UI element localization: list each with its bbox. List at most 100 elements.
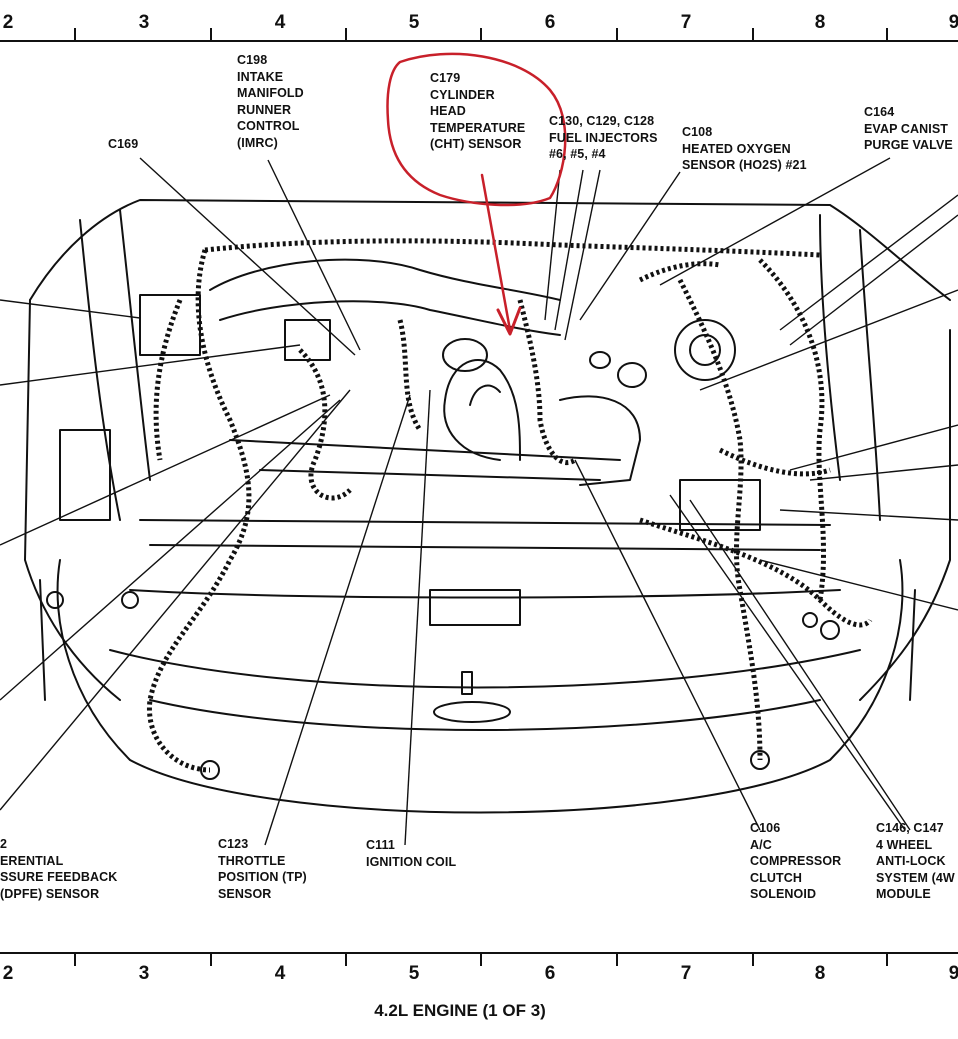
leader-lines	[0, 157, 958, 846]
intake-manifold	[209, 258, 561, 301]
harness-main	[204, 238, 821, 258]
callout-c179-cht-sensor: C179 CYLINDER HEAD TEMPERATURE (CHT) SEN…	[430, 71, 526, 151]
harness-right	[758, 258, 826, 601]
leader-line-left	[0, 399, 341, 701]
zone-number: 2	[2, 963, 14, 984]
leader-line-dpfe	[0, 389, 351, 811]
leader-line-c146	[689, 499, 911, 831]
zone-number: 3	[138, 12, 150, 33]
callout-c169: C169	[108, 137, 139, 151]
zone-number: 5	[408, 12, 420, 33]
zone-number: 4	[274, 12, 286, 33]
air-intake-tube	[443, 399, 501, 461]
strut-tower	[819, 214, 841, 481]
harness-left-front	[153, 299, 183, 461]
wiring-harness	[146, 238, 873, 773]
ruler-tick	[345, 954, 347, 966]
callout-c123-tp-sensor: C123 THROTTLE POSITION (TP) SENSOR	[218, 837, 307, 901]
leader-line-right	[699, 289, 958, 391]
leader-line-left	[0, 299, 141, 319]
callout-c164-evap-purge: C164 EVAP CANIST PURGE VALVE	[864, 105, 953, 152]
highlight-arrow-shaft	[480, 173, 512, 332]
zone-number: 6	[544, 12, 556, 33]
connector	[802, 612, 818, 628]
intake-manifold	[229, 439, 621, 461]
ruler-tick	[480, 954, 482, 966]
harness-center	[397, 319, 423, 432]
ruler-tick	[616, 28, 618, 40]
leader-line-right	[809, 464, 958, 481]
ruler-line	[0, 952, 958, 954]
intake-manifold	[259, 469, 601, 481]
harness-left	[146, 249, 252, 773]
leader-line-c130	[554, 169, 584, 331]
strut-tower	[119, 209, 151, 481]
zone-number: 5	[408, 963, 420, 984]
ruler-line	[0, 40, 958, 42]
leader-line-c111	[404, 389, 431, 846]
bumper	[39, 579, 46, 701]
leader-line-c169	[139, 157, 356, 356]
fender-outline	[29, 199, 951, 301]
brake-booster	[674, 319, 736, 381]
leader-line-right	[779, 194, 958, 331]
callout-c111-ignition-coil: C111 IGNITION COIL	[366, 838, 457, 869]
radiator-support	[139, 519, 831, 526]
diagram-title: 4.2L ENGINE (1 OF 3)	[374, 1001, 546, 1020]
ruler-tick	[210, 954, 212, 966]
strut-tower	[859, 229, 881, 521]
highlight-arrowhead	[496, 306, 522, 336]
ruler-tick	[752, 954, 754, 966]
harness-right	[677, 278, 763, 761]
zone-number: 2	[2, 12, 14, 33]
zone-number: 8	[814, 12, 826, 33]
washer-bottle	[59, 429, 111, 521]
brake-booster-inner	[689, 334, 721, 366]
leader-line-left	[0, 394, 331, 546]
intake-manifold	[219, 300, 561, 336]
leader-line-c146	[669, 494, 906, 831]
zone-ruler-bottom: 2 3 4 5 6 7 8 9	[0, 952, 958, 992]
zone-ruler-top: 2 3 4 5 6 7 8 9	[0, 0, 958, 42]
fender-outline	[24, 299, 121, 701]
callout-c108-ho2s: C108 HEATED OXYGEN SENSOR (HO2S) #21	[682, 125, 807, 172]
zone-number: 7	[680, 963, 692, 984]
harness-lower	[639, 517, 873, 628]
harness-abs	[718, 447, 831, 477]
hood-emblem	[433, 701, 511, 723]
leader-line-right	[789, 424, 958, 471]
harness-injectors	[517, 299, 577, 465]
ruler-tick	[886, 954, 888, 966]
leader-line-c130	[544, 169, 561, 321]
ruler-tick	[752, 28, 754, 40]
callout-dpfe-sensor: 2 ERENTIAL SSURE FEEDBACK (DPFE) SENSOR	[0, 837, 118, 901]
callout-c106-ac-clutch: C106 A/C COMPRESSOR CLUTCH SOLENOID	[750, 821, 842, 901]
relay-box	[139, 294, 201, 356]
leader-line-right	[759, 559, 958, 611]
zone-number: 9	[948, 963, 958, 984]
radiator-support	[109, 649, 861, 689]
zone-number: 3	[138, 963, 150, 984]
callout-c198-imrc: C198 INTAKE MANIFOLD RUNNER CONTROL (IMR…	[237, 53, 304, 150]
radiator-support	[129, 589, 841, 599]
radiator-support	[149, 699, 821, 731]
fender-outline	[859, 329, 951, 701]
callout-c130-fuel-injectors: C130, C129, C128 FUEL INJECTORS #6, #5, …	[549, 114, 658, 161]
reservoir	[617, 362, 647, 388]
highlight-circle	[386, 52, 567, 207]
connector	[46, 591, 64, 609]
ruler-tick	[74, 28, 76, 40]
air-intake-tube	[444, 359, 521, 461]
ruler-tick	[345, 28, 347, 40]
ruler-tick	[74, 954, 76, 966]
leader-line-left	[0, 344, 301, 386]
harness-o2	[638, 261, 721, 283]
leader-line-c198	[267, 159, 361, 351]
leader-line-c106	[574, 459, 761, 831]
ruler-tick	[616, 954, 618, 966]
air-box	[559, 395, 641, 486]
leader-line-c123	[264, 394, 411, 846]
headlamp-connector	[750, 750, 770, 770]
